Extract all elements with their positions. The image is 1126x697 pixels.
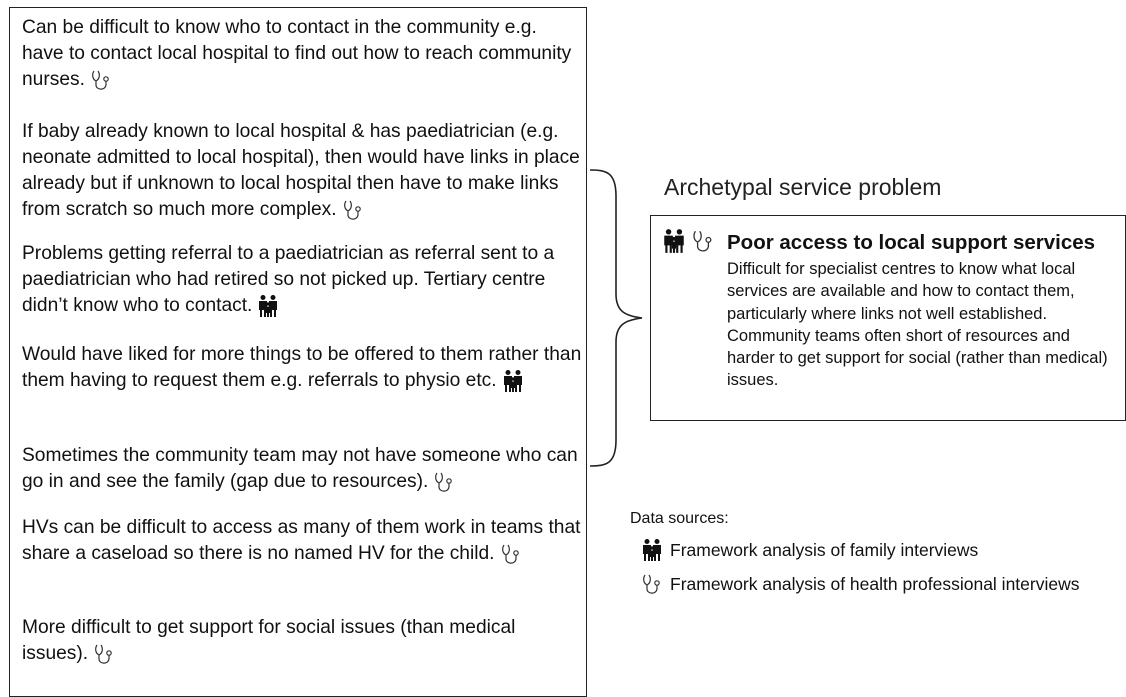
quote-item: Problems getting referral to a paediatri… <box>22 241 582 319</box>
quote-text: Can be difficult to know who to contact … <box>22 17 572 90</box>
family-icon <box>661 228 687 259</box>
stethoscope-icon <box>640 572 664 596</box>
quote-item: Can be difficult to know who to contact … <box>22 15 582 93</box>
quote-text: Would have liked for more things to be o… <box>22 344 582 391</box>
quote-text: More difficult to get support for social… <box>22 617 516 664</box>
quote-text: Problems getting referral to a paediatri… <box>22 243 555 316</box>
legend-text: Framework analysis of health professiona… <box>670 574 1080 594</box>
legend-text: Framework analysis of family interviews <box>670 540 979 560</box>
quote-text: If baby already known to local hospital … <box>22 121 580 220</box>
stethoscope-icon <box>690 228 716 259</box>
family-icon <box>640 538 664 562</box>
quote-item: HVs can be difficult to access as many o… <box>22 515 582 567</box>
quote-item: If baby already known to local hospital … <box>22 119 582 223</box>
quote-text: HVs can be difficult to access as many o… <box>22 517 581 564</box>
archetype-icons <box>661 228 716 259</box>
stethoscope-icon <box>89 68 113 92</box>
stethoscope-icon <box>432 470 456 494</box>
quotes-box: Can be difficult to know who to contact … <box>9 7 587 697</box>
archetype-box: Poor access to local support services Di… <box>650 215 1126 421</box>
quote-item: Would have liked for more things to be o… <box>22 342 582 394</box>
quote-text: Sometimes the community team may not hav… <box>22 445 578 492</box>
data-sources-label: Data sources: <box>630 510 729 527</box>
family-icon <box>501 369 525 393</box>
stethoscope-icon <box>499 542 523 566</box>
archetype-heading: Poor access to local support services <box>727 231 1096 254</box>
stethoscope-icon <box>341 198 365 222</box>
stethoscope-icon <box>92 642 116 666</box>
curly-brace <box>586 166 646 475</box>
legend-item: Framework analysis of family interviews <box>640 538 978 562</box>
family-icon <box>256 294 280 318</box>
archetype-title: Archetypal service problem <box>664 174 942 200</box>
quote-item: Sometimes the community team may not hav… <box>22 443 582 495</box>
archetype-description: Difficult for specialist centres to know… <box>727 260 1108 390</box>
legend-item: Framework analysis of health professiona… <box>640 572 1079 596</box>
quote-item: More difficult to get support for social… <box>22 615 582 667</box>
